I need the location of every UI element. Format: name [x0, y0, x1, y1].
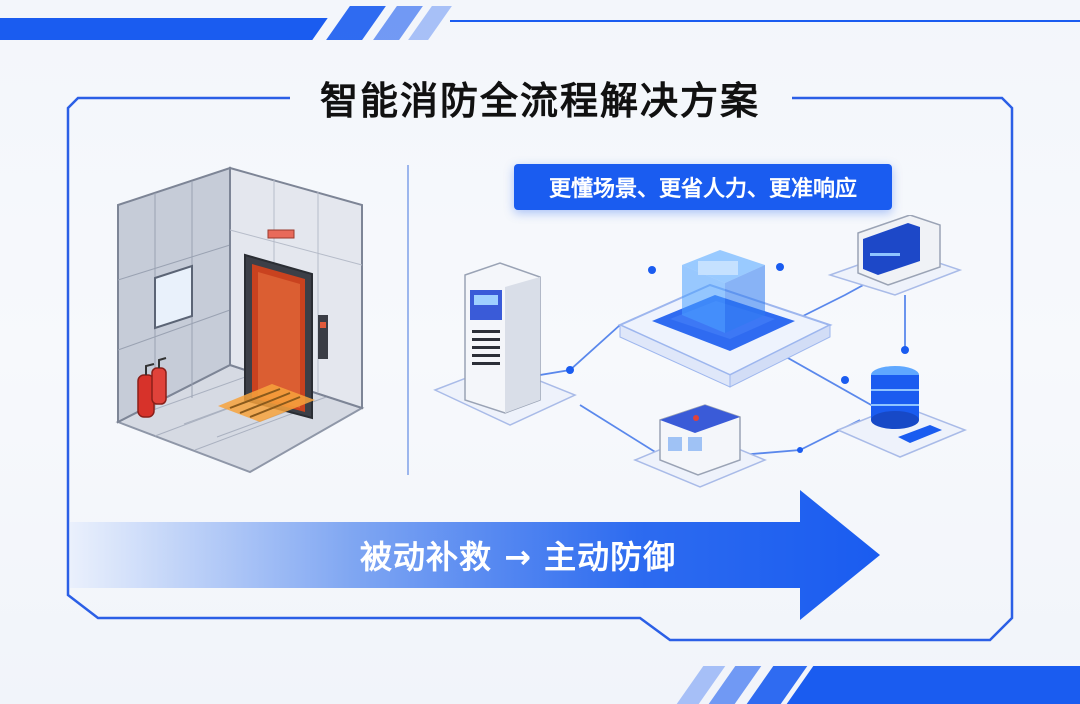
feature-badge: 更懂场景、更省人力、更准响应	[514, 164, 892, 210]
cloud-platform-icon	[617, 250, 833, 388]
monitor-terminal-icon	[827, 215, 963, 296]
server-cabinet-icon	[433, 262, 577, 426]
top-right-line	[450, 20, 1080, 22]
page-title: 智能消防全流程解决方案	[319, 79, 760, 123]
database-icon	[836, 366, 968, 458]
control-panel-icon	[633, 404, 767, 488]
network-diagram	[433, 215, 968, 488]
elevator-room-icon	[115, 166, 365, 474]
transition-label: 被动补救 → 主动防御	[360, 538, 677, 576]
